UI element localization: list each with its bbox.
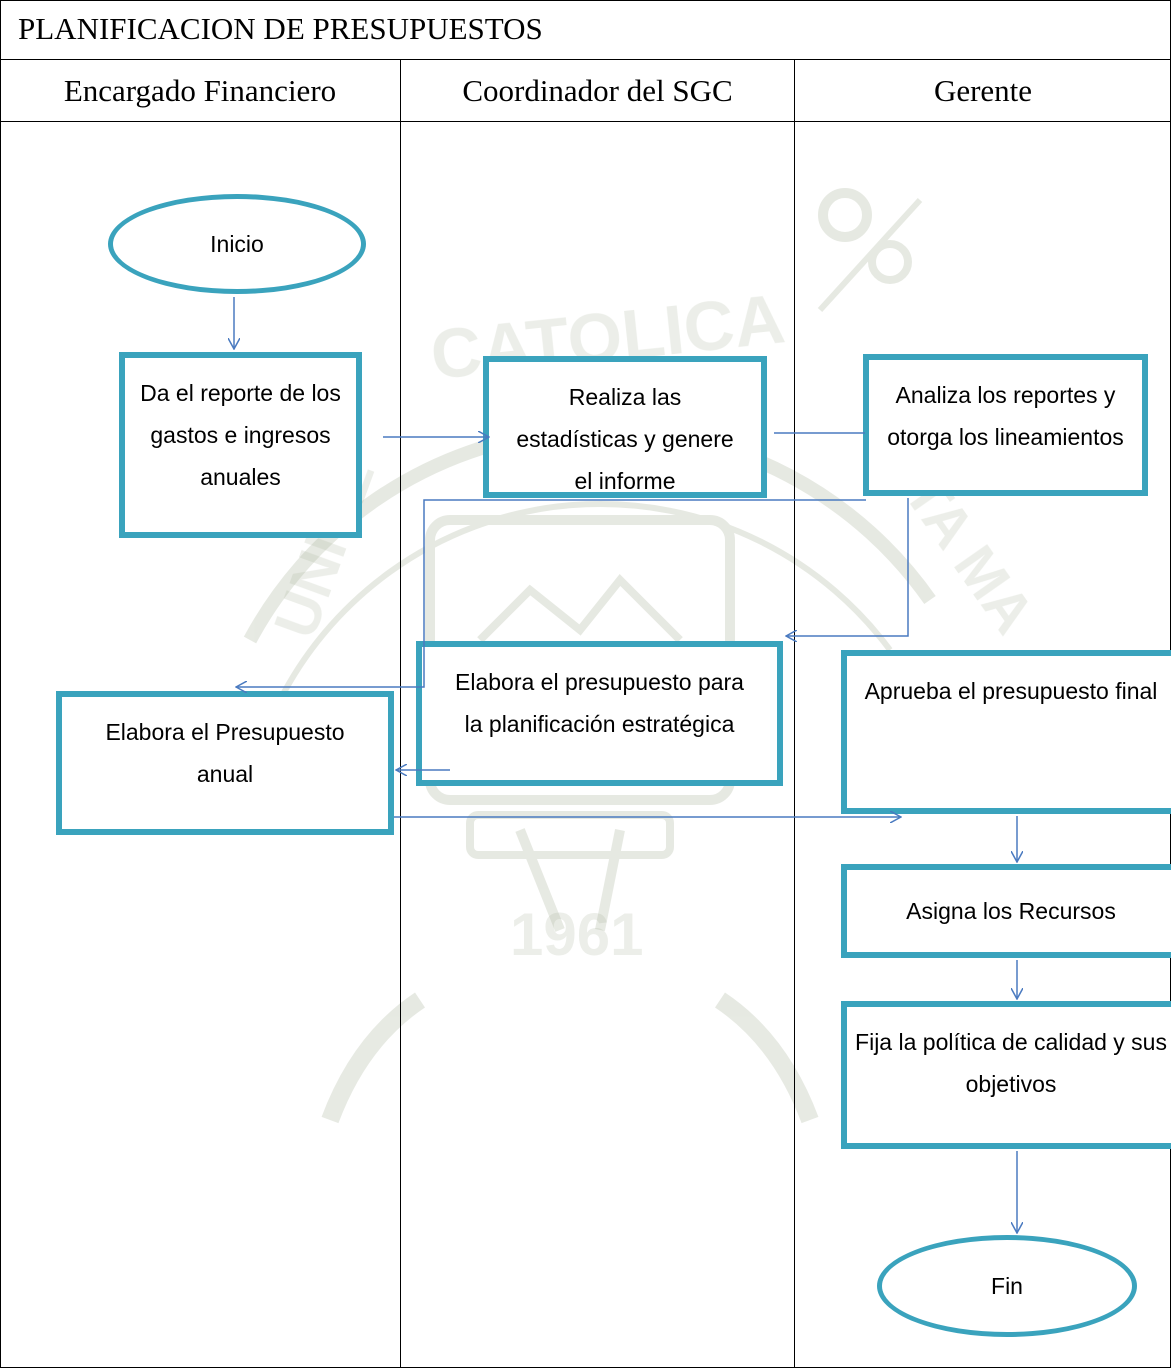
process-elabora-estrategica: Elabora el presupuesto para la planifica…	[416, 641, 783, 786]
title-row: PLANIFICACION DE PRESUPUESTOS	[0, 0, 1171, 60]
lane-divider-1	[400, 60, 401, 1368]
start-node-label: Inicio	[210, 230, 264, 257]
process-analiza-label: Analiza los reportes y otorga los lineam…	[887, 382, 1124, 450]
arrow-analiza-to-elabora-estrategica	[786, 498, 909, 636]
lane-header-gerente: Gerente	[795, 60, 1171, 122]
diagram-title: PLANIFICACION DE PRESUPUESTOS	[18, 11, 543, 46]
process-reporte-label: Da el reporte de los gastos e ingresos a…	[140, 380, 341, 490]
arrow-lineamientos-to-elabora-anual	[236, 499, 866, 687]
end-node: Fin	[877, 1235, 1137, 1337]
lane-header-encargado-financiero: Encargado Financiero	[0, 60, 400, 122]
process-elabora-anual-label: Elabora el Presupuesto anual	[105, 719, 345, 787]
lane-divider-2	[794, 60, 795, 1368]
lane-header-coordinador-sgc: Coordinador del SGC	[400, 60, 795, 122]
start-node: Inicio	[108, 194, 366, 294]
process-estadisticas-label: Realiza las estadísticas y genere el inf…	[516, 384, 734, 494]
process-asigna: Asigna los Recursos	[841, 864, 1171, 958]
process-estadisticas: Realiza las estadísticas y genere el inf…	[483, 356, 767, 498]
process-elabora-anual: Elabora el Presupuesto anual	[56, 691, 394, 835]
process-fija-label: Fija la política de calidad y sus objeti…	[855, 1029, 1167, 1097]
process-elabora-estrategica-label: Elabora el presupuesto para la planifica…	[455, 669, 744, 737]
process-aprueba-label: Aprueba el presupuesto final	[864, 678, 1158, 704]
process-fija: Fija la política de calidad y sus objeti…	[841, 1001, 1171, 1149]
process-reporte: Da el reporte de los gastos e ingresos a…	[119, 352, 362, 538]
process-asigna-label: Asigna los Recursos	[906, 898, 1116, 924]
svg-text:1961: 1961	[510, 901, 643, 968]
process-analiza: Analiza los reportes y otorga los lineam…	[863, 354, 1148, 496]
process-aprueba: Aprueba el presupuesto final	[841, 650, 1171, 814]
end-node-label: Fin	[991, 1272, 1023, 1299]
